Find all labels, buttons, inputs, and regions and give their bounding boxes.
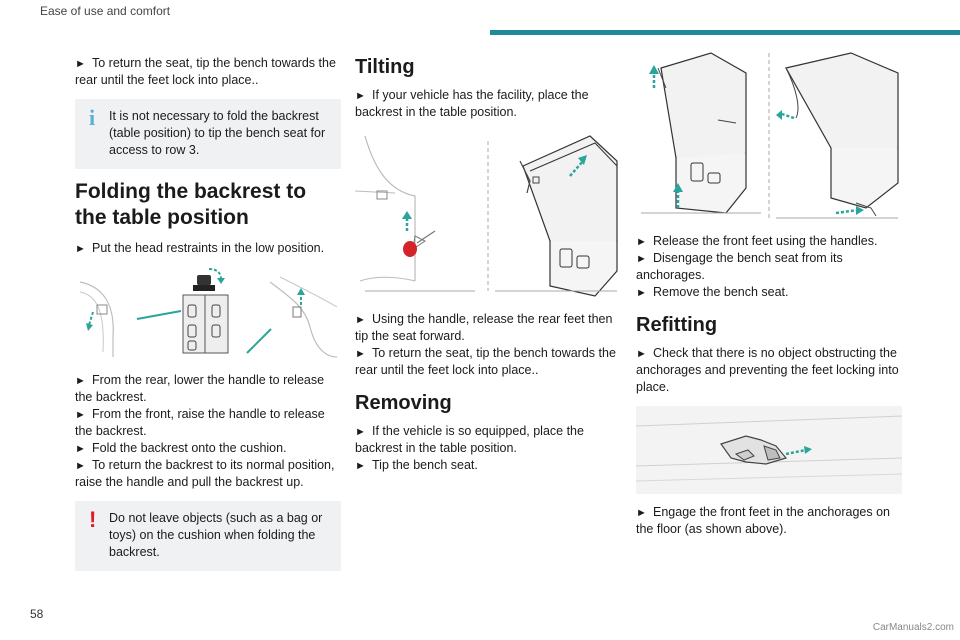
rear-feet-release-diagram [355,131,621,301]
instruction-return-seat: To return the seat, tip the bench toward… [75,55,341,89]
column-3: Release the front feet using the handles… [636,48,902,538]
page-number: 58 [30,607,44,621]
watermark: CarManuals2.com [872,622,954,633]
heading-removing: Removing [355,392,452,414]
warning-note-text: Do not leave objects (such as a bag or t… [109,511,323,560]
instruction-tilting-table: If your vehicle has the facility, place … [355,87,621,121]
step-remove-bench: Remove the bench seat. [636,284,902,301]
step-disengage-bench: Disengage the bench seat from its anchor… [636,250,902,284]
step-return-seat: To return the seat, tip the bench toward… [355,345,621,379]
step-engage-front-feet: Engage the front feet in the anchorages … [636,504,902,538]
instruction-head-restraints: Put the head restraints in the low posit… [75,240,341,257]
warning-icon: ! [89,507,97,533]
floor-anchorage-diagram [636,406,902,494]
step-raise-handle: From the front, raise the handle to rele… [75,406,341,440]
section-header: Ease of use and comfort [40,4,171,18]
step-table-position: If the vehicle is so equipped, place the… [355,423,621,457]
info-note: i It is not necessary to fold the backre… [75,99,341,169]
info-note-text: It is not necessary to fold the backrest… [109,109,326,157]
info-icon: i [89,105,96,130]
step-release-front-feet: Release the front feet using the handles… [636,233,902,250]
heading-refitting: Refitting [636,314,718,336]
step-return-backrest: To return the backrest to its normal pos… [75,457,341,491]
step-fold-backrest: Fold the backrest onto the cushion. [75,440,341,457]
heading-tilting: Tilting [355,56,415,78]
front-feet-release-diagram [636,48,902,223]
step-check-anchorages: Check that there is no object obstructin… [636,345,902,396]
heading-folding-backrest: Folding the backrest to the table positi… [75,180,307,229]
warning-note: ! Do not leave objects (such as a bag or… [75,501,341,572]
header-accent-rule [490,30,960,35]
step-release-rear-feet: Using the handle, release the rear feet … [355,311,621,345]
step-lower-handle: From the rear, lower the handle to relea… [75,372,341,406]
column-1: To return the seat, tip the bench toward… [75,55,341,581]
head-restraint-handle-diagram [75,267,341,362]
step-tip-bench: Tip the bench seat. [355,457,621,474]
column-2: Tilting If your vehicle has the facility… [355,55,621,474]
